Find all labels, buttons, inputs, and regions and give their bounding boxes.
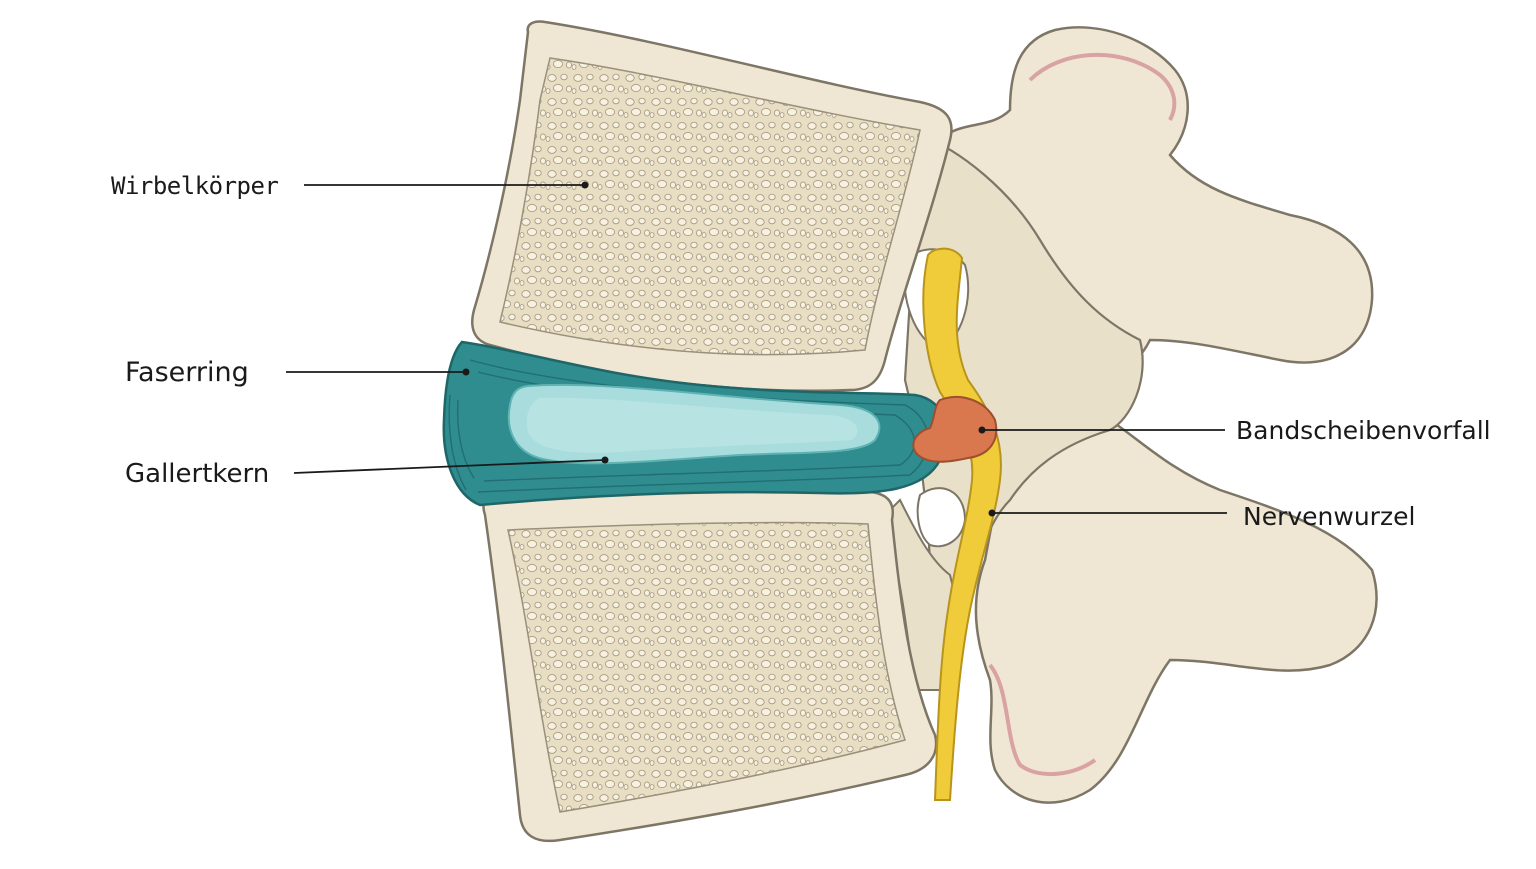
upper-facet-cartilage <box>1028 52 1177 121</box>
disc-herniation <box>912 395 998 463</box>
leader-lines <box>286 184 1227 514</box>
dot-nerve-root <box>988 509 996 517</box>
dot-vertebral-body <box>581 181 589 189</box>
label-nucleus: Gallertkern <box>125 459 270 489</box>
foramen-lower <box>916 487 967 548</box>
label-nerve-root: Nervenwurzel <box>1243 502 1416 531</box>
dot-annulus <box>462 368 470 376</box>
label-vertebral-body: Wirbelkörper <box>111 172 279 200</box>
dot-nucleus <box>601 456 609 464</box>
lower-spinous-process <box>974 418 1378 804</box>
lower-facet-cartilage <box>988 663 1097 777</box>
label-annulus: Faserring <box>125 357 249 388</box>
leader-dots <box>462 181 996 517</box>
lower-vertebral-body <box>482 488 938 843</box>
posterior-elements <box>878 26 1378 804</box>
leader-nucleus <box>293 459 606 474</box>
label-herniation: Bandscheibenvorfall <box>1236 416 1491 445</box>
intervertebral-disc <box>442 340 949 507</box>
dot-herniation <box>978 426 986 434</box>
upper-vertebral-body <box>471 20 953 393</box>
